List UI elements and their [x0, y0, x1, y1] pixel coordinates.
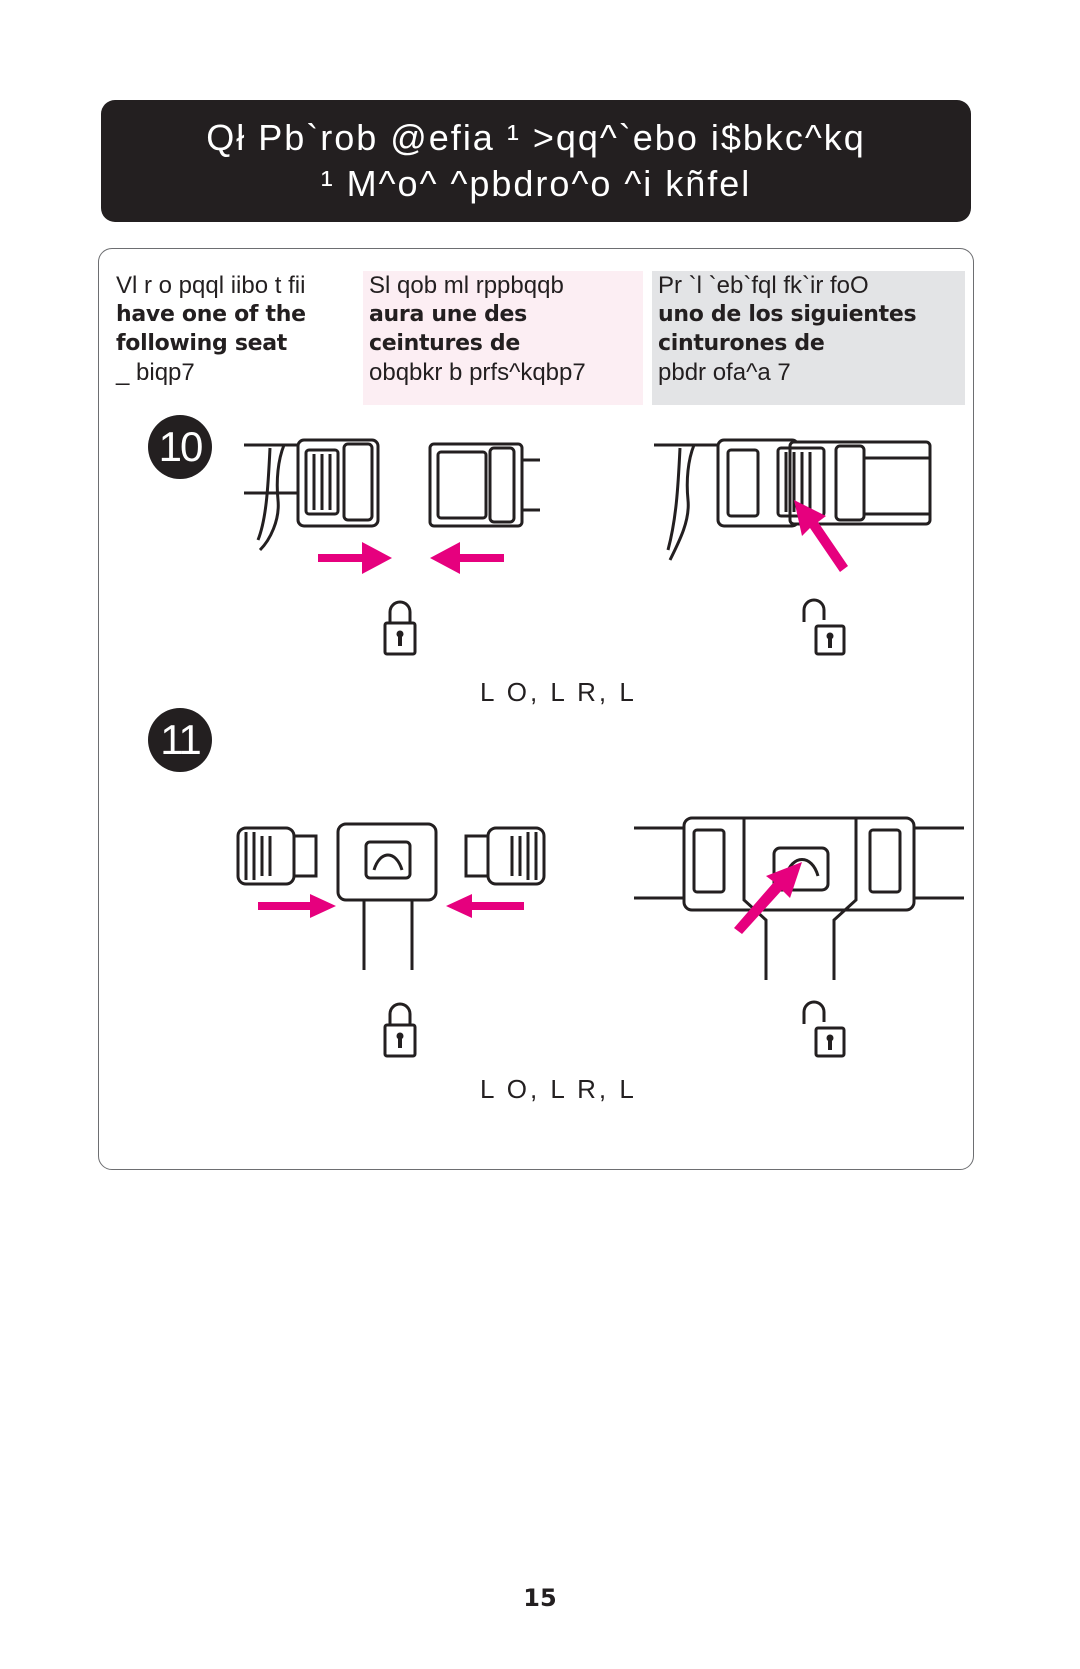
step-10-badge: 10 — [148, 415, 212, 479]
step-10-buckle-lock-illustration — [244, 438, 540, 552]
spanish-line-3: cinturones de — [658, 331, 825, 356]
english-line-3: following seat — [116, 331, 287, 356]
arrow-press-icon — [734, 862, 802, 934]
spanish-line-4: pbdr ofa^a 7 — [658, 359, 791, 386]
french-line-1: Sl qob m­l rppbqqb — [369, 272, 564, 299]
column-english: Vl r o pqql iibo t fii have one of the f… — [110, 271, 360, 405]
step-11-caption: L O, L R, L — [480, 1074, 637, 1104]
lock-closed-icon — [383, 1002, 417, 1058]
column-spanish: Pr `l `eb`fql fk`ir foO uno de los sigui… — [652, 271, 965, 405]
arrow-right-icon — [318, 542, 392, 574]
french-line-2: aura une des — [369, 302, 527, 327]
lock-closed-icon — [383, 600, 417, 656]
title-line-1: Qł Pb`rob @efia ¹ >qq^`ebo i$bkc^kq — [206, 117, 866, 158]
page-number: 15 — [523, 1584, 557, 1612]
english-line-1: Vl r o pqql iibo t fii — [116, 272, 306, 299]
spanish-line-2: uno de los siguientes — [658, 302, 917, 327]
french-line-3: ceintures de — [369, 331, 520, 356]
column-french: Sl qob m­l rppbqqb aura une des ceinture… — [363, 271, 643, 405]
arrow-right-icon — [258, 894, 336, 918]
step-10-caption: L O, L R, L — [480, 677, 637, 707]
arrow-left-icon — [430, 542, 504, 574]
french-line-4: obqbkr b prfs^kqbp7 — [369, 359, 586, 386]
lock-open-icon — [802, 1000, 846, 1058]
arrow-press-icon — [794, 500, 848, 572]
title-banner: Qł Pb`rob @efia ¹ >qq^`ebo i$bkc^kq ¹ M^… — [101, 100, 971, 222]
step-11-badge: 11 — [148, 708, 212, 772]
english-line-4: _ biqp7 — [116, 359, 195, 386]
spanish-line-1: Pr `l `eb`fql fk`ir foO — [658, 272, 869, 299]
step-11-buckle-lock-illustration — [236, 822, 546, 970]
arrow-left-icon — [446, 894, 524, 918]
title-line-2: ¹ M^o^ ^pbdro^o ^i kñfel — [320, 163, 752, 204]
english-line-2: have one of the — [116, 302, 306, 327]
lock-open-icon — [802, 598, 846, 656]
instruction-panel — [98, 248, 974, 1170]
